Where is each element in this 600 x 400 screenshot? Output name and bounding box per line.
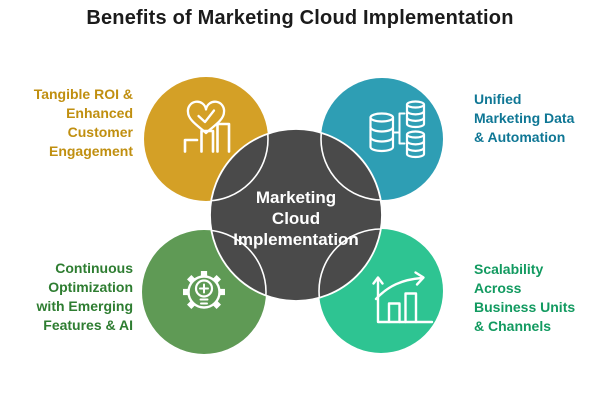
label-line: with Emerging	[36, 298, 133, 314]
benefit-label-optimization: Continuous Optimization with Emerging Fe…	[37, 259, 133, 335]
benefit-label-data: Unified Marketing Data & Automation	[474, 90, 574, 147]
growth-chart-icon	[372, 271, 434, 324]
center-circle	[209, 128, 383, 302]
label-line: Customer	[67, 124, 133, 140]
label-line: Optimization	[48, 279, 133, 295]
center-title-line: Cloud	[272, 209, 320, 228]
label-line: Scalability	[474, 261, 544, 277]
label-line: Engagement	[48, 143, 133, 159]
center-title-line: Marketing	[256, 188, 336, 207]
center-title-line: Implementation	[233, 230, 359, 249]
database-sync-icon	[369, 100, 426, 159]
heart-check-chart-icon	[183, 100, 231, 153]
label-line: & Automation	[474, 129, 566, 145]
benefit-label-scalability: Scalability Across Business Units & Chan…	[474, 260, 575, 336]
label-line: Across	[474, 280, 522, 296]
label-line: Tangible ROI &	[33, 86, 133, 102]
label-line: Enhanced	[66, 105, 133, 121]
label-line: Unified	[474, 91, 522, 107]
label-line: Continuous	[55, 260, 133, 276]
benefit-label-roi: Tangible ROI & Enhanced Customer Engagem…	[34, 85, 133, 161]
label-line: Business Units	[474, 299, 576, 315]
label-line: & Channels	[474, 318, 552, 334]
diagram-title: Benefits of Marketing Cloud Implementati…	[86, 7, 514, 29]
label-line: Features & AI	[43, 317, 133, 333]
label-line: Marketing Data	[474, 110, 575, 126]
gear-lightbulb-icon	[183, 271, 225, 309]
